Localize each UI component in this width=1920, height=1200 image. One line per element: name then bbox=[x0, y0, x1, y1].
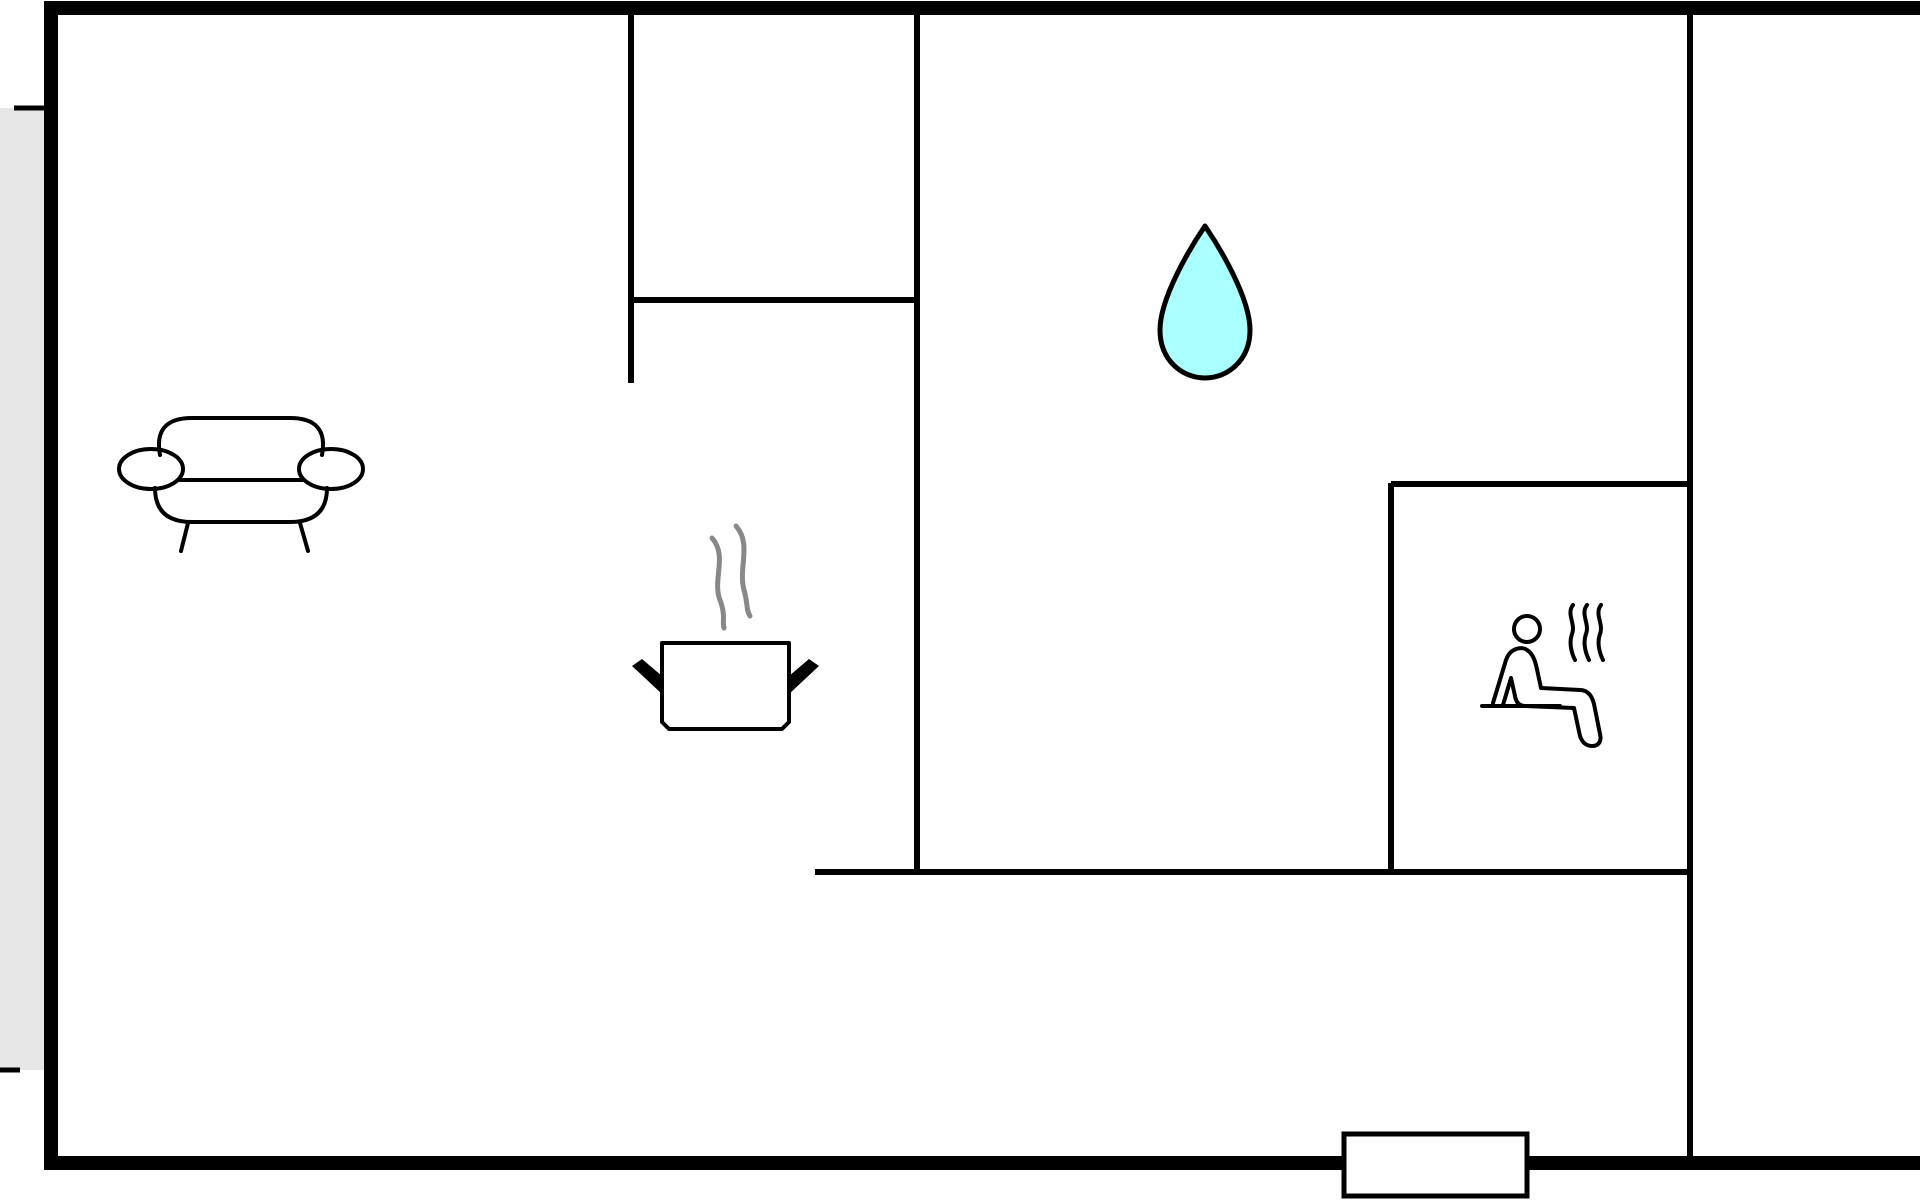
sauna-icon bbox=[1480, 603, 1605, 748]
entrance-door[interactable] bbox=[1341, 1131, 1530, 1199]
water-drop-icon bbox=[1157, 223, 1253, 381]
sofa-icon bbox=[117, 416, 365, 553]
cooking-pot-icon bbox=[632, 523, 819, 731]
terrace-area bbox=[0, 108, 44, 1070]
